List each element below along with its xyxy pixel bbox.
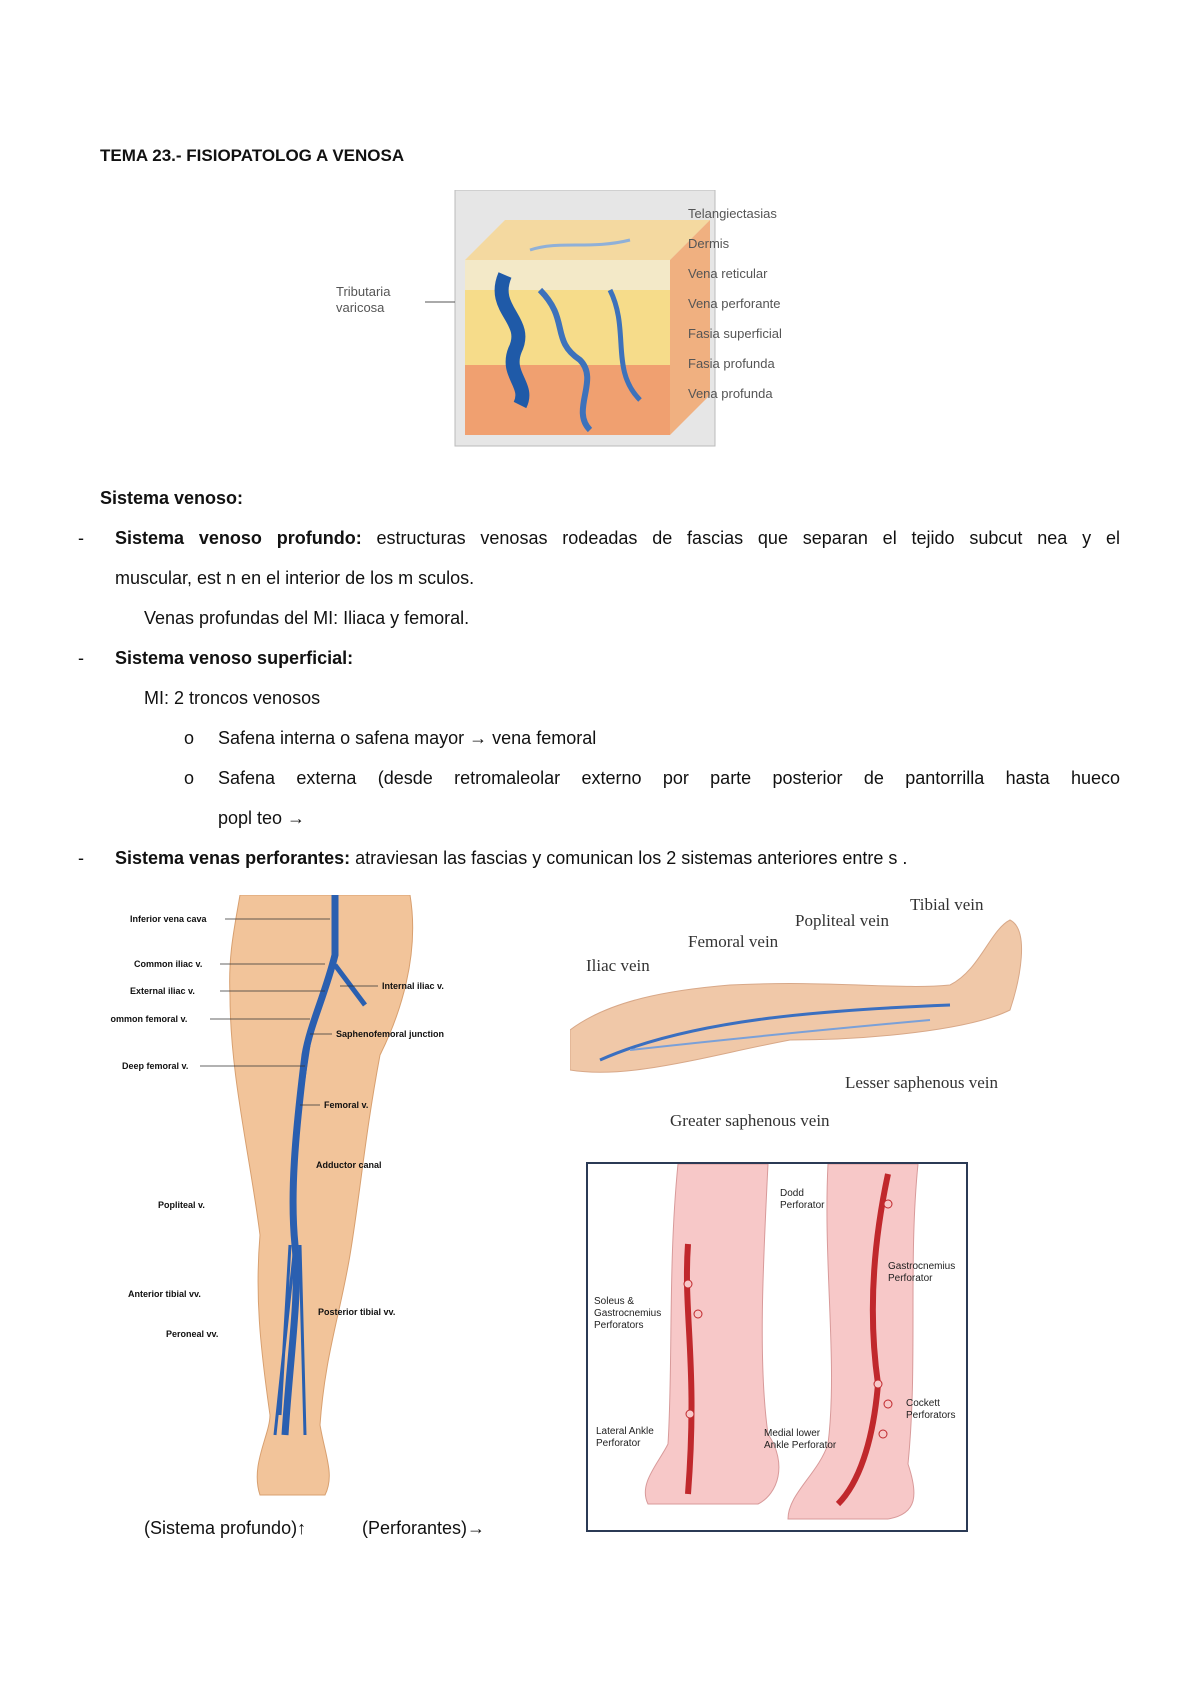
label-common-femoral: Common femoral v. bbox=[110, 1014, 187, 1024]
deep-system-text2: muscular, est n en el interior de los m … bbox=[115, 568, 475, 588]
superficial-system-sub: MI: 2 troncos venosos bbox=[144, 688, 321, 708]
label-soleus: Soleus & bbox=[594, 1296, 634, 1307]
label-ankle-perforator: Ankle Perforator bbox=[764, 1440, 837, 1451]
label-tibial-vein: Tibial vein bbox=[910, 895, 984, 914]
page-title: TEMA 23.- FISIOPATOLOG A VENOSA bbox=[100, 146, 405, 165]
label-posterior-tibial: Posterior tibial vv. bbox=[318, 1307, 395, 1317]
skin-cross-section-figure: Tributaria varicosa Telangiectasias Derm… bbox=[336, 190, 782, 447]
label-inferior-vena-cava: Inferior vena cava bbox=[130, 914, 208, 924]
label-deep-femoral: Deep femoral v. bbox=[122, 1061, 188, 1071]
deep-system-term: Sistema venoso profundo: bbox=[115, 528, 362, 548]
deep-system-text1: estructuras venosas rodeadas de fascias … bbox=[361, 528, 1120, 548]
dash-marker: - bbox=[78, 648, 84, 668]
superficial-bullet2-line1: Safena externa (desde retromaleolar exte… bbox=[218, 768, 1120, 788]
label-iliac-vein: Iliac vein bbox=[586, 956, 650, 975]
label-fasia-profunda: Fasia profunda bbox=[688, 356, 775, 371]
perforantes-term: Sistema venas perforantes: bbox=[115, 848, 351, 868]
label-peroneal: Peroneal vv. bbox=[166, 1329, 218, 1339]
dash-marker: - bbox=[78, 528, 84, 548]
section-heading: Sistema venoso: bbox=[100, 488, 244, 508]
leg-veins-lateral-figure: Tibial vein Popliteal vein Femoral vein … bbox=[570, 895, 1022, 1130]
label-dermis: Dermis bbox=[688, 236, 730, 251]
figure1-labels: Telangiectasias Dermis Vena reticular Ve… bbox=[688, 206, 782, 401]
label-femoral: Femoral v. bbox=[324, 1100, 368, 1110]
label-saphenofemoral-junction: Saphenofemoral junction bbox=[336, 1029, 444, 1039]
deep-venous-leg-figure: Inferior vena cava Common iliac v. Exter… bbox=[110, 895, 444, 1496]
label-adductor-canal: Adductor canal bbox=[316, 1160, 382, 1170]
label-lateral-ankle-perforator: Perforator bbox=[596, 1438, 641, 1449]
superficial-system-term: Sistema venoso superficial: bbox=[115, 648, 354, 668]
label-popliteal-vein: Popliteal vein bbox=[795, 911, 889, 930]
superficial-bullet2-line2: popl teo → bbox=[218, 808, 306, 828]
dash-marker: - bbox=[78, 848, 84, 868]
label-fasia-superficial: Fasia superficial bbox=[688, 326, 782, 341]
label-lesser-saphenous: Lesser saphenous vein bbox=[845, 1073, 998, 1092]
label-cockett: Cockett bbox=[906, 1398, 940, 1409]
perforators-figure-frame: Dodd Perforator Gastrocnemius Perforator… bbox=[586, 1162, 968, 1532]
label-gastrocnemius: Gastrocnemius bbox=[888, 1261, 955, 1272]
superficial-bullet1: Safena interna o safena mayor → vena fem… bbox=[218, 728, 597, 748]
label-gastrocnemius-perforator: Perforator bbox=[888, 1273, 933, 1284]
label-internal-iliac: Internal iliac v. bbox=[382, 981, 444, 991]
label-cockett-perforators: Perforators bbox=[906, 1410, 955, 1421]
perforators-figure: Dodd Perforator Gastrocnemius Perforator… bbox=[594, 1163, 955, 1520]
perforantes-line: Sistema venas perforantes: atraviesan la… bbox=[115, 848, 907, 869]
label-vena-perforante: Vena perforante bbox=[688, 296, 781, 311]
label-external-iliac: External iliac v. bbox=[130, 986, 195, 996]
caption-perforantes: (Perforantes)→ bbox=[362, 1518, 486, 1538]
label-femoral-vein: Femoral vein bbox=[688, 932, 779, 951]
perforantes-text: atraviesan las fascias y comunican los 2… bbox=[350, 848, 908, 868]
label-lateral-ankle: Lateral Ankle bbox=[596, 1426, 654, 1437]
label-dodd-perforator: Perforator bbox=[780, 1200, 825, 1211]
label-vena-profunda: Vena profunda bbox=[688, 386, 773, 401]
label-telangiectasias: Telangiectasias bbox=[688, 206, 777, 221]
figure2-labels: Inferior vena cava Common iliac v. Exter… bbox=[110, 914, 444, 1339]
label-vena-reticular: Vena reticular bbox=[688, 266, 768, 281]
label-popliteal: Popliteal v. bbox=[158, 1200, 205, 1210]
deep-system-line1: Sistema venoso profundo: estructuras ven… bbox=[115, 528, 1120, 549]
bullet-marker: o bbox=[184, 728, 195, 748]
deep-system-sub: Venas profundas del MI: Iliaca y femoral… bbox=[144, 608, 470, 628]
caption-deep: (Sistema profundo)↑ bbox=[144, 1518, 307, 1538]
label-soleus-perforators: Perforators bbox=[594, 1320, 643, 1331]
label-soleus-gastrocnemius: Gastrocnemius bbox=[594, 1308, 661, 1319]
label-dodd: Dodd bbox=[780, 1188, 804, 1199]
tributaria-label: Tributaria bbox=[336, 284, 391, 299]
label-common-iliac: Common iliac v. bbox=[134, 959, 202, 969]
bullet-marker: o bbox=[184, 768, 195, 788]
label-greater-saphenous: Greater saphenous vein bbox=[670, 1111, 830, 1130]
varicosa-label: varicosa bbox=[336, 300, 385, 315]
label-anterior-tibial: Anterior tibial vv. bbox=[128, 1289, 201, 1299]
label-medial-lower: Medial lower bbox=[764, 1428, 821, 1439]
